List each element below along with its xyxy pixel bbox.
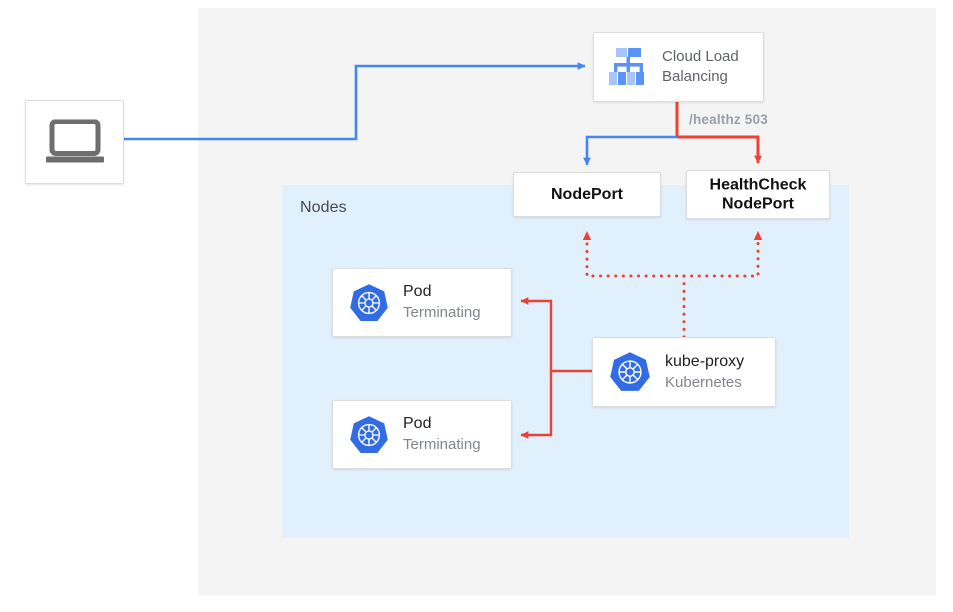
cloud-load-balancing-label-line1: Cloud Load — [662, 47, 739, 65]
cloud-load-balancing-card: Cloud Load Balancing — [593, 32, 764, 102]
kube-proxy-title: kube-proxy — [665, 352, 745, 370]
pod-title: Pod — [403, 415, 432, 433]
healthz-status-label: /healthz 503 — [689, 112, 768, 127]
pod-text: Pod Terminating — [403, 414, 481, 454]
nodeport-card: NodePort — [513, 172, 661, 217]
pod-status: Terminating — [403, 304, 481, 322]
pod-card: Pod Terminating — [332, 400, 512, 469]
kube-proxy-subtitle: Kubernetes — [665, 373, 742, 391]
pod-title: Pod — [403, 283, 432, 301]
laptop-icon — [45, 119, 104, 163]
nodeport-title-line1: NodePort — [551, 185, 623, 203]
healthcheck-nodeport-title-line2: NodePort — [722, 195, 794, 213]
kubernetes-icon — [610, 352, 650, 391]
kubernetes-icon — [350, 283, 388, 321]
healthcheck-nodeport-title-line1: HealthCheck — [709, 175, 807, 193]
healthcheck-nodeport-card: HealthCheck NodePort — [686, 170, 830, 219]
client-device-card — [25, 100, 124, 184]
pod-text: Pod Terminating — [403, 282, 481, 322]
kube-proxy-text: kube-proxy Kubernetes — [665, 352, 744, 392]
kubernetes-icon — [350, 415, 388, 453]
nodes-region-label: Nodes — [300, 199, 347, 216]
cloud-load-balancing-label-line2: Balancing — [662, 68, 728, 85]
pod-status: Terminating — [403, 436, 481, 454]
healthcheck-nodeport-title: HealthCheck NodePort — [687, 175, 829, 214]
pod-card: Pod Terminating — [332, 268, 512, 337]
cloud-load-balancing-label: Cloud Load Balancing — [662, 47, 739, 88]
cloud-load-balancing-icon — [606, 47, 650, 87]
nodeport-title: NodePort — [514, 185, 660, 205]
kube-proxy-card: kube-proxy Kubernetes — [592, 337, 776, 407]
